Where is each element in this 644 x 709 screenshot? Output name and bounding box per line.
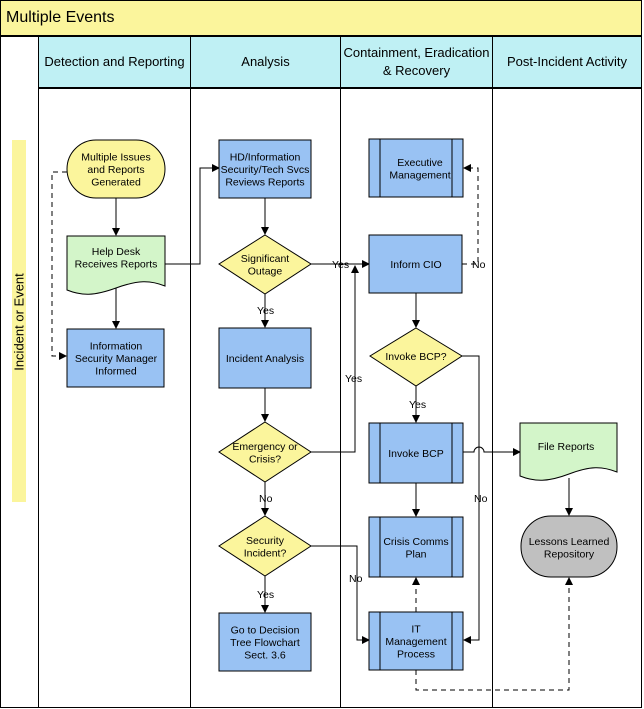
node-executive-management	[368, 138, 464, 198]
node-multiple-issues	[66, 139, 166, 199]
node-text: File Reports	[538, 441, 595, 453]
edge-bcpq-to-itmgmt	[462, 355, 480, 644]
edge-bcp-to-filereports	[462, 446, 521, 456]
edge-cio-to-executive-dashed	[462, 164, 479, 265]
edge-label-no: No	[259, 493, 273, 505]
diagram-title: Multiple Events	[0, 0, 642, 36]
node-text: Incident Analysis	[226, 353, 304, 365]
lane-header-containment: Containment, Eradication & Recovery	[340, 36, 493, 88]
edge-label-yes: Yes	[332, 259, 349, 271]
edge-label-no: No	[472, 259, 486, 271]
node-security-incident	[218, 515, 312, 577]
node-help-desk	[66, 235, 166, 295]
edge-label-no: No	[349, 573, 363, 585]
node-incident-analysis	[218, 327, 312, 389]
side-label: Incident or Event	[11, 273, 27, 371]
node-emergency-crisis	[218, 421, 312, 483]
node-crisis-comms	[368, 516, 464, 578]
node-text: Inform CIO	[390, 259, 441, 271]
node-decision-tree	[218, 612, 312, 672]
edge-label-yes: Yes	[257, 589, 274, 601]
edge-itmgmt-to-lessons-dashed	[415, 577, 573, 691]
edge-label-yes: Yes	[345, 373, 362, 385]
edge-emergency-to-cio	[311, 265, 359, 453]
connectors	[51, 164, 573, 691]
edge-issues-to-infosec-dashed	[51, 171, 67, 360]
node-inform-cio	[368, 234, 463, 294]
edge-label-yes: Yes	[409, 399, 426, 411]
side-band	[12, 140, 26, 502]
edge-security-to-itmgmt	[311, 545, 370, 644]
node-invoke-bcp	[368, 422, 464, 484]
node-info-sec-manager	[66, 328, 165, 388]
node-invoke-bcp-question	[369, 327, 463, 387]
node-file-reports	[519, 422, 618, 481]
edge-label-no: No	[474, 493, 488, 505]
node-lessons-learned	[520, 515, 618, 578]
node-hd-reviews	[218, 139, 312, 199]
swimlane-grid	[0, 36, 642, 708]
lane-header-analysis: Analysis	[190, 36, 341, 88]
node-text: Invoke BCP	[388, 448, 443, 460]
edge-helpdesk-to-hdreviews	[165, 164, 220, 265]
node-it-management	[368, 611, 464, 671]
node-significant-outage	[218, 234, 312, 295]
node-text: Invoke BCP?	[385, 351, 446, 363]
edge-label-yes: Yes	[257, 305, 274, 317]
